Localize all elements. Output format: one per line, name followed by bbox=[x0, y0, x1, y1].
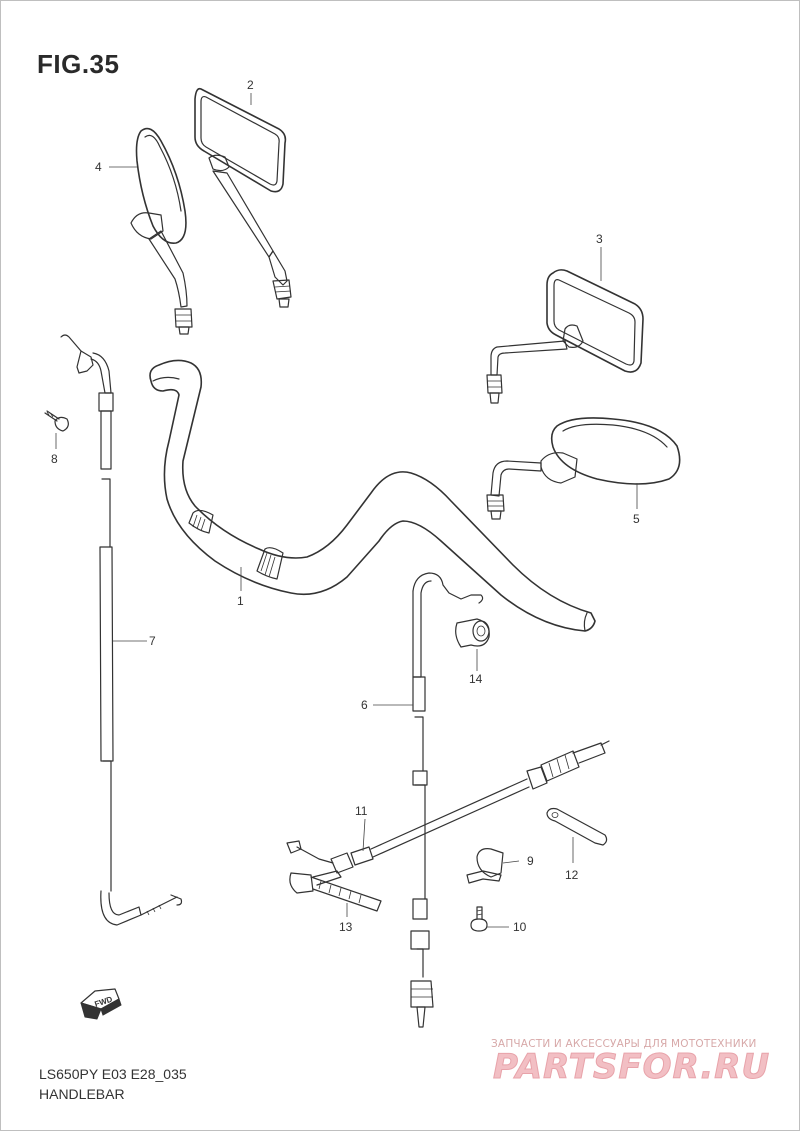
mirror-oval-left[interactable] bbox=[130, 127, 193, 335]
callout-1: 1 bbox=[237, 594, 244, 608]
mirror-rectangular-right[interactable] bbox=[486, 269, 644, 404]
handlebar[interactable] bbox=[149, 359, 596, 632]
model-code: LS650PY E03 E28_035 bbox=[39, 1066, 187, 1082]
callout-6: 6 bbox=[361, 698, 368, 712]
callout-9: 9 bbox=[527, 854, 534, 868]
screw-part-10[interactable] bbox=[470, 906, 488, 932]
callout-10: 10 bbox=[513, 920, 527, 934]
callout-13: 13 bbox=[339, 920, 353, 934]
cable-part-11[interactable] bbox=[286, 740, 610, 874]
callout-14: 14 bbox=[469, 672, 483, 686]
callout-7: 7 bbox=[149, 634, 156, 648]
callout-3: 3 bbox=[596, 232, 603, 246]
callout-11: 11 bbox=[355, 804, 368, 818]
cable-part-6[interactable] bbox=[410, 572, 484, 1028]
callout-8: 8 bbox=[51, 452, 58, 466]
mirror-rectangular-left[interactable] bbox=[194, 87, 292, 308]
stay-part-12[interactable] bbox=[546, 807, 608, 846]
section-name: HANDLEBAR bbox=[39, 1086, 125, 1102]
callout-5: 5 bbox=[633, 512, 640, 526]
watermark-tagline: ЗАПЧАСТИ И АКСЕССУАРЫ ДЛЯ МОТОТЕХНИКИ bbox=[491, 1038, 757, 1050]
screw-part-8[interactable] bbox=[44, 410, 69, 432]
watermark-logo: PARTSFOR.RU bbox=[492, 1047, 771, 1088]
clamp-part-9[interactable] bbox=[466, 848, 504, 884]
figure-title: FIG.35 bbox=[37, 49, 120, 79]
cable-part-7[interactable] bbox=[60, 334, 183, 926]
callout-2: 2 bbox=[247, 78, 254, 92]
callout-4: 4 bbox=[95, 160, 102, 174]
leader-lines bbox=[55, 93, 638, 928]
mirror-oval-right[interactable] bbox=[486, 417, 681, 520]
fwd-arrow-icon: FWD bbox=[80, 988, 122, 1020]
callout-12: 12 bbox=[565, 868, 579, 882]
bushing-part-14[interactable] bbox=[455, 618, 490, 648]
callout-labels: 1 2 3 4 5 6 7 8 9 10 11 12 13 14 bbox=[51, 78, 640, 934]
clamp-part-13[interactable] bbox=[289, 870, 382, 912]
